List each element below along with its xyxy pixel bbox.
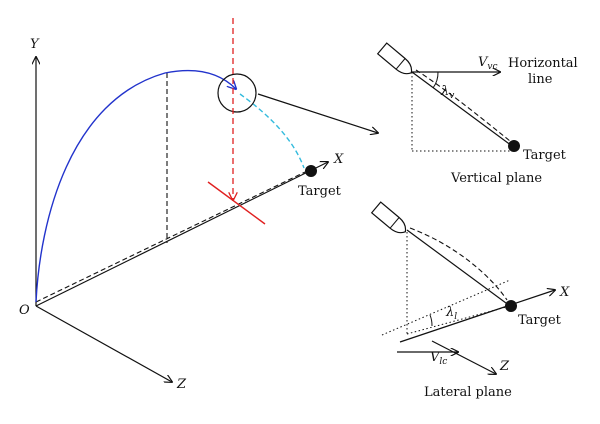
lambda-l-arc (429, 314, 433, 327)
los-lateral-solid (406, 229, 511, 307)
target-marker-main (305, 165, 317, 177)
target-marker-lateral (505, 300, 517, 312)
x-axis-lateral (399, 290, 555, 343)
v-vc-label: Vvc (478, 55, 498, 72)
z-axis-lateral (431, 340, 496, 374)
los-dashed (35, 171, 306, 303)
horizontal-line-label-1: Horizontal (508, 56, 578, 71)
main-view: O Y X Z Target (19, 18, 378, 392)
origin-label: O (19, 303, 30, 318)
zoom-pointer-arrow (257, 93, 378, 133)
zoom-circle (217, 73, 257, 113)
lambda-l-label: λl (445, 305, 457, 322)
z-axis-label-lateral: Z (499, 359, 510, 374)
horizontal-line-label-2: line (528, 72, 553, 87)
y-axis-label: Y (30, 37, 40, 52)
target-marker-vertical (508, 140, 520, 152)
missile-trajectory (35, 69, 236, 303)
lateral-dotted-line-1 (381, 279, 511, 336)
los-vertical-dashed (415, 69, 511, 142)
vertical-plane-view: Vvc λv Horizontal line Target Vertical p… (376, 42, 578, 186)
vertical-plane-label: Vertical plane (450, 171, 542, 186)
target-label-lateral: Target (518, 313, 562, 328)
missile-icon-vertical (376, 42, 413, 75)
red-cross-tick (207, 181, 266, 225)
lambda-v-arc (432, 71, 439, 89)
x-axis (35, 162, 328, 307)
z-axis-label-main: Z (176, 377, 187, 392)
target-label-main: Target (298, 184, 342, 199)
x-axis-label-main: X (333, 152, 344, 167)
x-axis-label-lateral: X (559, 285, 570, 300)
lateral-plane-view: λl X Z Vlc Target Lateral plane (370, 201, 570, 400)
v-lc-label: Vlc (430, 350, 447, 367)
predicted-path (239, 93, 305, 169)
lambda-v-label: λv (440, 84, 454, 101)
los-vertical-solid (411, 71, 513, 147)
z-axis (35, 305, 172, 382)
missile-icon-lateral (370, 201, 407, 234)
los-lateral-dashed (409, 227, 508, 301)
target-label-vertical: Target (523, 148, 567, 163)
lateral-plane-label: Lateral plane (424, 385, 512, 400)
